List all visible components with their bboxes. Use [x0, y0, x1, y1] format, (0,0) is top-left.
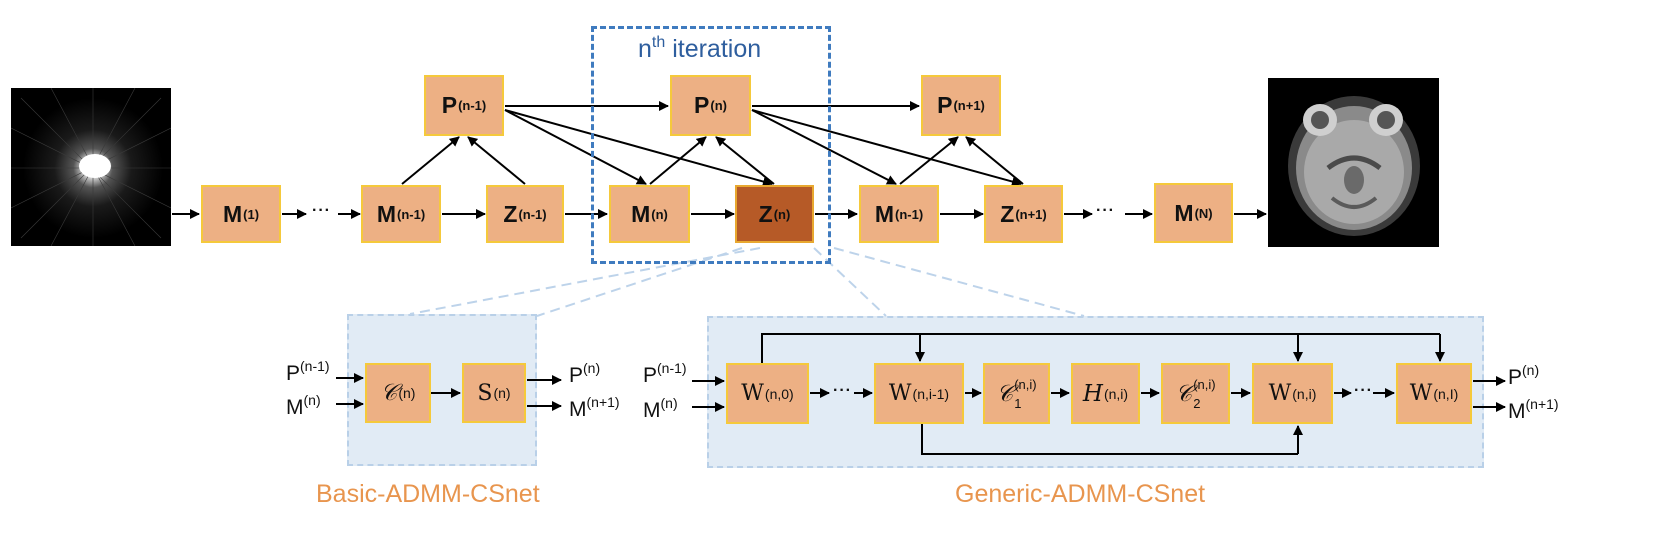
- generic-output-m: M(n+1): [1508, 396, 1559, 423]
- generic-w-i-box: W(n,i): [1252, 363, 1333, 424]
- generic-input-m: M(n): [643, 395, 678, 422]
- iteration-label-sup: th: [651, 34, 666, 51]
- basic-input-m: M(n): [286, 392, 321, 419]
- box-z-n-minus-1: Z(n-1): [486, 185, 564, 243]
- generic-h-box: H(n,i): [1071, 363, 1140, 424]
- generic-w-i-minus-1-box: W(n,i-1): [874, 363, 964, 424]
- generic-c1-box: 𝒞(n,i)1: [983, 363, 1050, 424]
- generic-output-p: P(n): [1508, 362, 1540, 389]
- generic-ellipsis-left: ···: [833, 382, 852, 399]
- basic-output-p: P(n): [569, 360, 601, 387]
- box-p-n-plus-1: P(n+1): [921, 75, 1001, 136]
- box-m-n: M(n): [609, 185, 690, 243]
- box-z-n-plus-1: Z(n+1): [984, 185, 1063, 243]
- mri-image-graphic: [1268, 78, 1439, 247]
- generic-ellipsis-right: ···: [1354, 382, 1373, 399]
- iteration-label: nth iteration: [638, 34, 761, 64]
- iteration-label-text: iteration: [672, 35, 762, 63]
- iteration-label-n: n: [638, 35, 652, 63]
- kspace-input-image: [11, 88, 171, 246]
- box-p-n-minus-1: P(n-1): [424, 75, 504, 136]
- iteration-dashed-box: [591, 26, 831, 264]
- box-m-N: M(N): [1154, 183, 1233, 243]
- generic-c2-box: 𝒞(n,i)2: [1161, 363, 1230, 424]
- box-m-n-minus-1: M(n-1): [361, 185, 441, 243]
- box-m1: M(1): [201, 185, 281, 243]
- basic-output-m: M(n+1): [569, 394, 620, 421]
- generic-w0-box: W(n,0): [726, 363, 809, 424]
- kspace-image-graphic: [11, 88, 171, 246]
- generic-caption: Generic-ADMM-CSnet: [955, 480, 1206, 508]
- top-ellipsis-left: ···: [312, 202, 331, 219]
- box-p-n: P(n): [670, 75, 751, 136]
- generic-w-I-box: W(n,I): [1396, 363, 1472, 424]
- box-z-n-highlighted: Z(n): [735, 185, 814, 243]
- basic-input-p: P(n-1): [286, 358, 330, 385]
- top-ellipsis-right: ···: [1096, 202, 1115, 219]
- basic-caption: Basic-ADMM-CSnet: [316, 480, 540, 508]
- generic-input-p: P(n-1): [643, 360, 687, 387]
- basic-s-box: S(n): [462, 363, 526, 423]
- basic-c-box: 𝒞(n): [365, 363, 431, 423]
- box-m-next: M(n-1): [859, 185, 939, 243]
- mri-output-image: [1268, 78, 1439, 247]
